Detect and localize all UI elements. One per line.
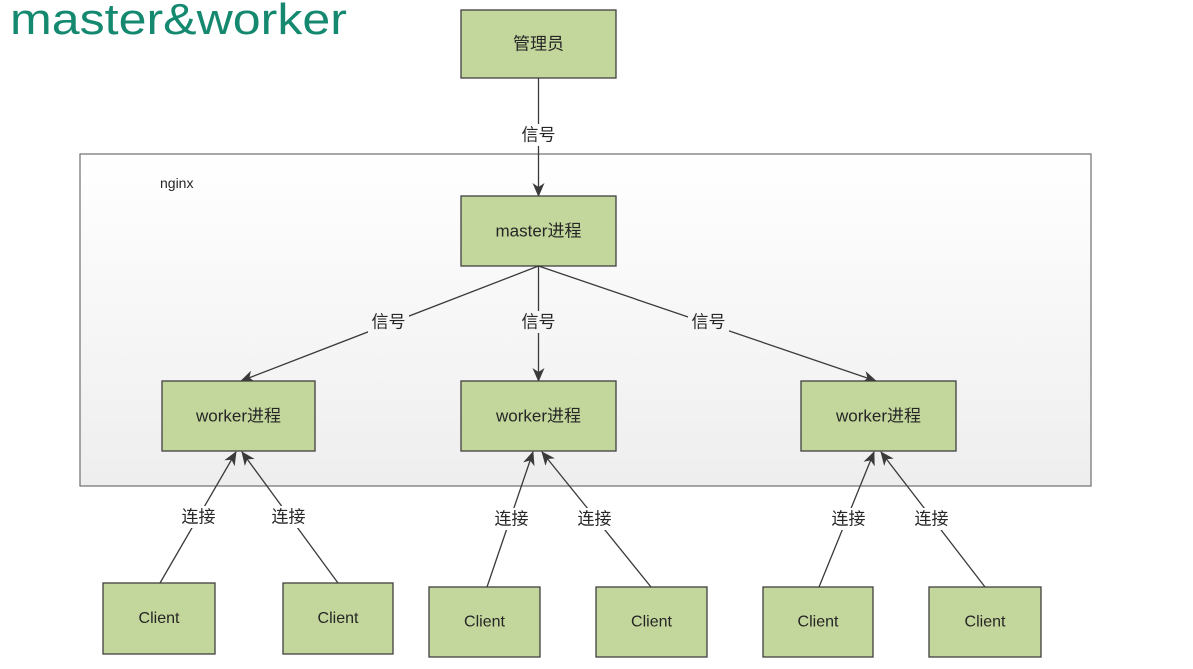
worker-label-1: worker进程 [195, 407, 281, 426]
worker-label-3: worker进程 [835, 407, 921, 426]
connection-label-bg-5 [828, 508, 869, 530]
worker-node-2: worker进程 [460, 380, 617, 452]
worker-label-2: worker进程 [495, 407, 581, 426]
client-connection-1: 连接 [159, 451, 237, 584]
client-node-6: Client [928, 586, 1042, 658]
signal-label-bg-worker-2 [518, 311, 559, 333]
connection-label-5: 连接 [832, 510, 866, 529]
admin-label: 管理员 [513, 35, 564, 54]
client-box-2 [282, 582, 394, 655]
worker-box-2 [460, 380, 617, 452]
client-node-2: Client [282, 582, 394, 655]
signal-label-bg-worker-3 [688, 311, 729, 333]
client-label-5: Client [798, 614, 839, 631]
signal-label-worker-3: 信号 [692, 313, 726, 332]
client-label-2: Client [318, 610, 359, 627]
worker-node-1: worker进程 [161, 380, 316, 452]
connection-label-bg-3 [491, 508, 532, 530]
client-label-4: Client [631, 614, 672, 631]
worker-box-3 [800, 380, 957, 452]
client-connection-5: 连接 [818, 451, 875, 588]
client-node-3: Client [428, 586, 541, 658]
connection-label-4: 连接 [578, 510, 612, 529]
client-label-3: Client [464, 614, 505, 631]
admin-signal-label-bg [518, 124, 559, 146]
client-connection-3: 连接 [486, 451, 535, 588]
connection-label-2: 连接 [272, 508, 306, 527]
client-node-5: Client [762, 586, 874, 658]
client-box-5 [762, 586, 874, 658]
connection-label-1: 连接 [182, 508, 216, 527]
worker-node-3: worker进程 [800, 380, 957, 452]
client-node-4: Client [595, 586, 708, 658]
admin-signal-label: 信号 [522, 126, 556, 145]
client-label-1: Client [139, 610, 180, 627]
master-node: master进程 [460, 195, 617, 267]
connection-label-bg-4 [574, 508, 615, 530]
client-box-1 [102, 582, 216, 655]
master-to-worker-edge-1: 信号 [240, 265, 539, 382]
client-box-3 [428, 586, 541, 658]
connection-label-bg-6 [911, 508, 952, 530]
diagram-title: master&worker [10, 0, 347, 44]
client-connection-2: 连接 [241, 451, 339, 584]
client-connection-4: 连接 [541, 451, 652, 588]
signal-label-worker-1: 信号 [372, 313, 406, 332]
master-to-worker-edge-2: 信号 [518, 266, 559, 382]
worker-box-1 [161, 380, 316, 452]
nginx-label: nginx [160, 175, 193, 191]
client-box-4 [595, 586, 708, 658]
master-to-worker-edge-3: 信号 [538, 265, 877, 383]
connection-label-bg-1 [178, 506, 219, 528]
admin-node: 管理员 [460, 9, 617, 79]
master-label: master进程 [496, 222, 582, 241]
signal-label-bg-worker-1 [368, 311, 409, 333]
client-connection-6: 连接 [880, 451, 986, 588]
connection-label-3: 连接 [495, 510, 529, 529]
connection-label-bg-2 [268, 506, 309, 528]
client-box-6 [928, 586, 1042, 658]
client-label-6: Client [965, 614, 1006, 631]
admin-to-master-edge: 信号 [518, 78, 559, 197]
client-node-1: Client [102, 582, 216, 655]
master-box [460, 195, 617, 267]
signal-label-worker-2: 信号 [522, 313, 556, 332]
connection-label-6: 连接 [915, 510, 949, 529]
